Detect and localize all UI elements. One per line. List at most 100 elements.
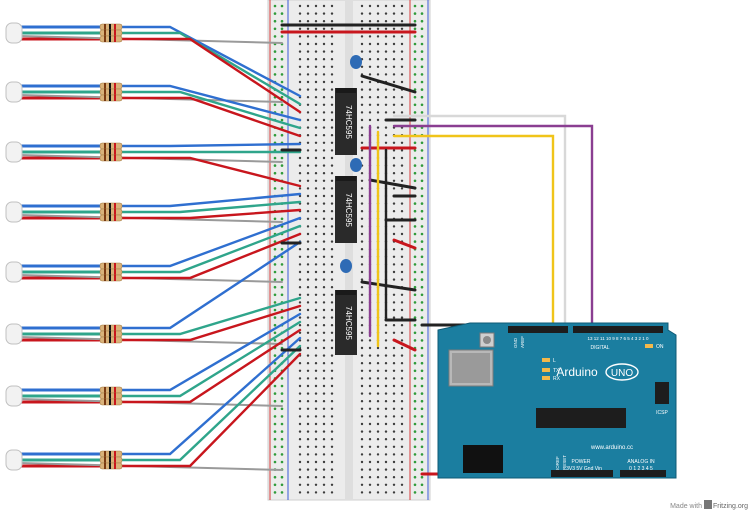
breadboard-hole <box>413 19 417 23</box>
breadboard-hole <box>384 331 388 334</box>
breadboard-hole <box>420 301 424 304</box>
breadboard-hole <box>314 468 318 471</box>
breadboard-hole <box>280 118 284 122</box>
breadboard-hole <box>298 50 302 53</box>
breadboard-hole <box>330 438 334 441</box>
breadboard-hole <box>384 65 388 69</box>
breadboard-hole <box>420 27 424 31</box>
breadboard-hole <box>360 346 364 350</box>
breadboard-hole <box>330 491 334 494</box>
breadboard-hole <box>280 415 284 418</box>
breadboard-hole <box>368 415 372 418</box>
breadboard-hole <box>413 491 417 494</box>
breadboard-hole <box>298 316 302 319</box>
breadboard-hole <box>392 12 396 15</box>
resistor-band <box>109 337 111 343</box>
breadboard-hole <box>306 35 310 38</box>
resistor-band <box>104 399 106 405</box>
breadboard-hole <box>420 217 424 221</box>
breadboard-hole <box>322 80 326 84</box>
breadboard-hole <box>280 460 284 464</box>
resistor-band <box>104 269 106 275</box>
breadboard-hole <box>298 445 302 448</box>
breadboard-hole <box>413 437 417 441</box>
breadboard-hole <box>384 339 388 342</box>
breadboard-hole <box>322 58 326 61</box>
breadboard-hole <box>330 316 334 319</box>
breadboard-hole <box>413 468 417 471</box>
breadboard-hole <box>384 362 388 365</box>
breadboard-hole <box>420 247 424 251</box>
resistor-band <box>114 331 116 337</box>
breadboard-hole <box>280 27 284 31</box>
shift-register-2: 74HC595 <box>335 176 357 243</box>
breadboard-hole <box>392 392 396 395</box>
breadboard-hole <box>280 491 284 494</box>
breadboard-hole <box>322 179 326 182</box>
breadboard-hole <box>392 27 396 30</box>
breadboard-hole <box>314 225 318 228</box>
breadboard-hole <box>400 20 404 23</box>
breadboard-hole <box>360 278 364 281</box>
breadboard-hole <box>360 415 364 418</box>
breadboard-hole <box>273 278 277 281</box>
breadboard-hole <box>360 240 364 243</box>
breadboard-hole <box>306 483 310 486</box>
breadboard-hole <box>298 42 302 46</box>
breadboard-hole <box>384 73 388 76</box>
breadboard-hole <box>273 445 277 449</box>
breadboard-hole <box>384 453 388 456</box>
breadboard-hole <box>413 156 417 160</box>
breadboard-hole <box>314 141 318 144</box>
breadboard-hole <box>420 50 424 53</box>
breadboard-hole <box>400 164 404 167</box>
breadboard-hole <box>420 361 424 365</box>
breadboard-hole <box>330 278 334 281</box>
l-led <box>542 358 550 362</box>
breadboard-hole <box>392 483 396 486</box>
breadboard-hole <box>314 278 318 281</box>
breadboard-hole <box>368 392 372 395</box>
resistor-band <box>104 337 106 343</box>
breadboard-hole <box>330 12 334 15</box>
breadboard-hole <box>314 20 318 23</box>
breadboard-hole <box>298 293 302 296</box>
resistor <box>99 268 123 276</box>
breadboard-hole <box>392 438 396 441</box>
breadboard-hole <box>413 323 417 327</box>
breadboard-hole <box>413 73 417 76</box>
breadboard-hole <box>322 12 326 15</box>
breadboard-hole <box>368 88 372 91</box>
breadboard-hole <box>306 460 310 464</box>
rgb-led-icon <box>5 323 23 345</box>
breadboard-hole <box>298 483 302 486</box>
breadboard-hole <box>413 12 417 15</box>
breadboard-hole <box>273 308 277 312</box>
breadboard-hole <box>384 58 388 61</box>
breadboard-hole <box>298 88 302 91</box>
icsp-header <box>655 382 669 404</box>
breadboard-hole <box>400 73 404 76</box>
breadboard-hole <box>392 179 396 182</box>
breadboard-hole <box>314 415 318 418</box>
breadboard-hole <box>330 392 334 395</box>
breadboard-hole <box>322 126 326 129</box>
breadboard-hole <box>392 58 396 61</box>
breadboard-hole <box>322 422 326 426</box>
breadboard-hole <box>330 263 334 266</box>
breadboard-hole <box>368 118 372 122</box>
resistor-band <box>104 155 106 161</box>
breadboard-hole <box>400 149 404 152</box>
resistor-band <box>109 203 111 209</box>
breadboard-hole <box>420 88 424 91</box>
breadboard-hole <box>330 96 334 99</box>
breadboard-hole <box>306 384 310 388</box>
breadboard-hole <box>280 19 284 23</box>
breadboard-hole <box>322 225 326 228</box>
breadboard-hole <box>273 187 277 190</box>
breadboard-hole <box>298 400 302 403</box>
breadboard-hole <box>298 331 302 334</box>
breadboard-hole <box>330 248 334 251</box>
breadboard-hole <box>314 339 318 342</box>
breadboard-hole <box>306 407 310 410</box>
